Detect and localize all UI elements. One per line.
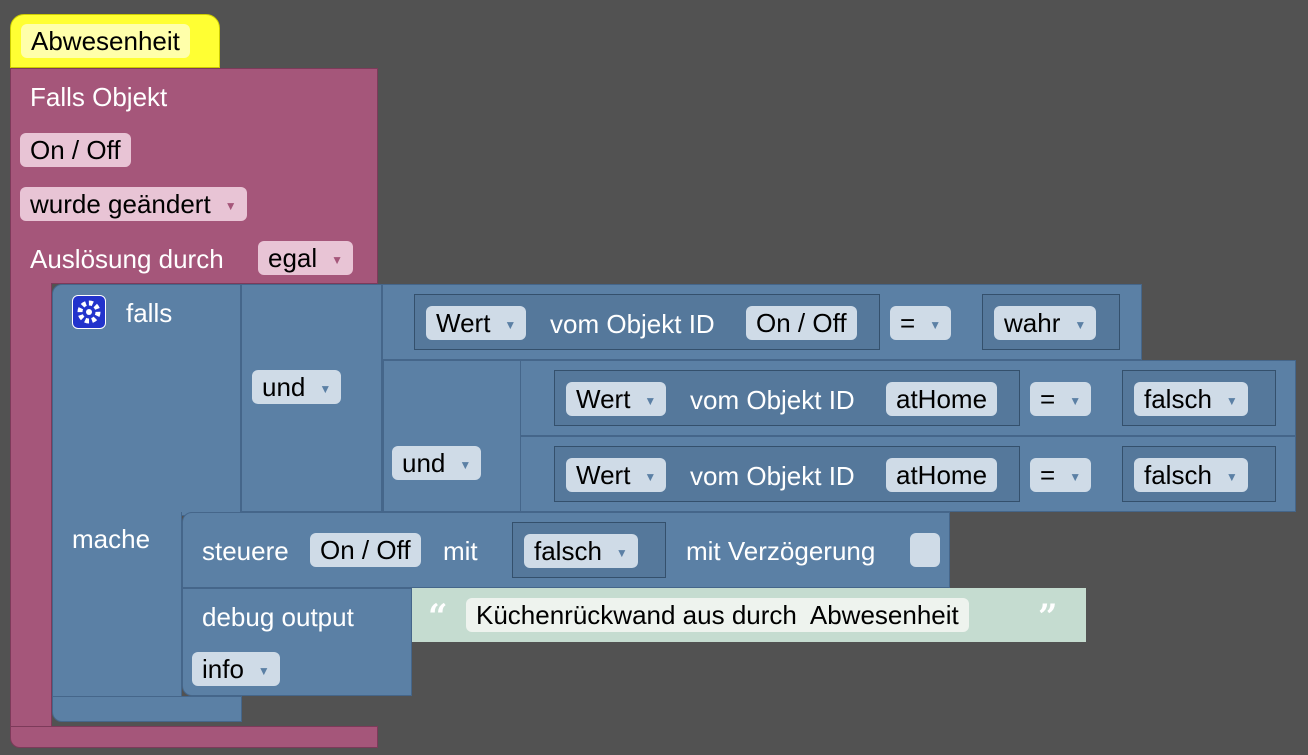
trigger-title: Falls Objekt (30, 82, 168, 112)
quote-open-icon: “ (428, 597, 448, 637)
trigger-by-value: egal (268, 243, 318, 273)
cond3-operator-dropdown[interactable]: =▼ (1030, 458, 1092, 492)
cond2-compare-value: falsch (1144, 384, 1212, 414)
trigger-condition-dropdown[interactable]: wurde geändert ▼ (20, 187, 247, 221)
dropdown-arrow-icon: ▼ (644, 470, 657, 485)
dropdown-arrow-icon: ▼ (331, 253, 344, 268)
cond3-operator: = (1040, 460, 1056, 490)
trigger-by-dropdown[interactable]: egal ▼ (258, 241, 354, 275)
trigger-block-spine (10, 283, 52, 731)
cond3-compare-value: falsch (1144, 460, 1212, 490)
gear-icon[interactable] (72, 295, 106, 329)
cond1-operator: = (900, 308, 916, 338)
and-inner-dropdown[interactable]: und ▼ (392, 446, 482, 480)
cond3-object-field[interactable]: atHome (886, 458, 998, 492)
debug-level: info (202, 654, 244, 684)
debug-level-dropdown[interactable]: info ▼ (192, 652, 280, 686)
delay-checkbox[interactable] (910, 533, 940, 567)
cond1-value-label: Wert (436, 308, 491, 338)
control-delay-label: mit Verzögerung (686, 536, 876, 566)
cond3-compare-dropdown[interactable]: falsch ▼ (1134, 458, 1248, 492)
script-name-hat[interactable]: Abwesenheit (10, 14, 220, 68)
cond1-compare-value: wahr (1004, 308, 1061, 338)
cond2-compare-dropdown[interactable]: falsch ▼ (1134, 382, 1248, 416)
control-with-label: mit (443, 536, 478, 566)
cond3-value-label: Wert (576, 460, 631, 490)
cond2-operator: = (1040, 384, 1056, 414)
cond2-object-field[interactable]: atHome (886, 382, 998, 416)
if-block-bottom (52, 696, 242, 722)
and-inner-label: und (402, 448, 446, 478)
cond2-operator-dropdown[interactable]: =▼ (1030, 382, 1092, 416)
do-label: mache (72, 524, 151, 554)
script-name-label: Abwesenheit (31, 26, 180, 56)
dropdown-arrow-icon: ▼ (257, 664, 270, 679)
trigger-object-label: On / Off (30, 135, 121, 165)
and-outer-label: und (262, 372, 306, 402)
if-block-spine (52, 512, 182, 702)
cond3-value-dropdown[interactable]: Wert ▼ (566, 458, 667, 492)
cond2-value-dropdown[interactable]: Wert ▼ (566, 382, 667, 416)
dropdown-arrow-icon: ▼ (224, 199, 237, 214)
cond2-object-value: atHome (896, 384, 988, 414)
dropdown-arrow-icon: ▼ (1225, 394, 1238, 409)
script-name-field[interactable]: Abwesenheit (21, 24, 190, 58)
control-value: falsch (534, 536, 602, 566)
trigger-by-label: Auslösung durch (30, 244, 224, 274)
dropdown-arrow-icon: ▼ (1069, 394, 1082, 409)
dropdown-arrow-icon: ▼ (929, 318, 942, 333)
quote-close-icon: ” (1038, 597, 1058, 637)
and-inner-block[interactable] (382, 360, 522, 512)
cond2-value-label: Wert (576, 384, 631, 414)
cond1-operator-dropdown[interactable]: =▼ (890, 306, 952, 340)
cond2-object-label: vom Objekt ID (690, 385, 855, 415)
dropdown-arrow-icon: ▼ (1074, 318, 1087, 333)
control-label: steuere (202, 536, 289, 566)
trigger-object-field[interactable]: On / Off (20, 133, 131, 167)
cond1-object-field[interactable]: On / Off (746, 306, 857, 340)
dropdown-arrow-icon: ▼ (644, 394, 657, 409)
dropdown-arrow-icon: ▼ (1069, 470, 1082, 485)
trigger-block-bottom (10, 726, 378, 748)
dropdown-arrow-icon: ▼ (615, 546, 628, 561)
if-label: falls (126, 298, 173, 328)
trigger-condition-label: wurde geändert (30, 189, 211, 219)
cond1-object-value: On / Off (756, 308, 847, 338)
cond1-compare-dropdown[interactable]: wahr ▼ (994, 306, 1097, 340)
dropdown-arrow-icon: ▼ (504, 318, 517, 333)
control-value-dropdown[interactable]: falsch ▼ (524, 534, 638, 568)
and-outer-dropdown[interactable]: und ▼ (252, 370, 342, 404)
cond1-object-label: vom Objekt ID (550, 309, 715, 339)
debug-label: debug output (202, 602, 354, 632)
debug-text-field[interactable]: Küchenrückwand aus durch Abwesenheit (466, 598, 969, 632)
control-object-field[interactable]: On / Off (310, 533, 421, 567)
cond3-object-value: atHome (896, 460, 988, 490)
dropdown-arrow-icon: ▼ (319, 382, 332, 397)
dropdown-arrow-icon: ▼ (1225, 470, 1238, 485)
cond1-value-dropdown[interactable]: Wert ▼ (426, 306, 527, 340)
cond3-object-label: vom Objekt ID (690, 461, 855, 491)
debug-text: Küchenrückwand aus durch Abwesenheit (476, 600, 959, 630)
control-object-value: On / Off (320, 535, 411, 565)
dropdown-arrow-icon: ▼ (459, 458, 472, 473)
